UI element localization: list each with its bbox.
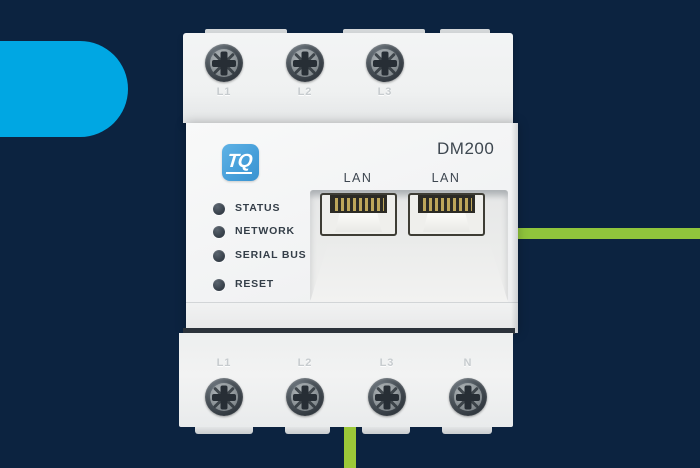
network-led-label: NETWORK bbox=[235, 225, 295, 237]
terminal-label-l2: L2 bbox=[297, 86, 313, 98]
model-name: DM200 bbox=[437, 139, 495, 158]
terminal-screw-icon bbox=[205, 44, 243, 82]
rj45-lan-port-1 bbox=[320, 193, 397, 236]
terminal-screw-icon bbox=[286, 44, 324, 82]
housing-gap-shadow bbox=[183, 328, 515, 334]
terminal-label-l3: L3 bbox=[379, 357, 395, 369]
lan-port-2-label: LAN bbox=[431, 171, 461, 185]
status-led-icon bbox=[213, 203, 225, 215]
status-led-label: STATUS bbox=[235, 202, 281, 214]
rj45-lan-port-2 bbox=[408, 193, 485, 236]
rj45-pins-icon bbox=[330, 195, 387, 213]
blue-pill-shape bbox=[0, 41, 128, 137]
terminal-label-l1: L1 bbox=[216, 357, 232, 369]
terminal-screw-icon bbox=[449, 378, 487, 416]
terminal-label-l2: L2 bbox=[297, 357, 313, 369]
serial-bus-led-icon bbox=[213, 250, 225, 262]
rj45-clip-icon bbox=[423, 213, 470, 232]
terminal-label-l1: L1 bbox=[216, 86, 232, 98]
tq-logo-text: TQ bbox=[226, 150, 255, 174]
terminal-screw-icon bbox=[286, 378, 324, 416]
rj45-pins-icon bbox=[418, 195, 475, 213]
dm200-energy-manager: L1 L2 L3 TQ DM200 STATUS NETWORK SERIAL … bbox=[178, 29, 518, 434]
din-rail-tab-bottom-3 bbox=[362, 427, 410, 434]
tq-logo: TQ bbox=[222, 144, 259, 181]
port-recess-floor bbox=[310, 244, 508, 302]
serial-bus-led-label: SERIAL BUS bbox=[235, 249, 307, 261]
front-panel: TQ DM200 STATUS NETWORK SERIAL BUS RESET… bbox=[186, 123, 518, 333]
lan-port-1-label: LAN bbox=[343, 171, 373, 185]
terminal-screw-icon bbox=[205, 378, 243, 416]
bottom-terminal-block: L1 L2 L3 N bbox=[179, 333, 513, 427]
reset-button-icon bbox=[213, 279, 225, 291]
terminal-screw-icon bbox=[366, 44, 404, 82]
din-rail-tab-bottom-2 bbox=[285, 427, 330, 434]
front-panel-bevel bbox=[186, 302, 518, 333]
rj45-clip-icon bbox=[335, 213, 382, 232]
port-recess bbox=[310, 190, 508, 302]
din-rail-tab-bottom-1 bbox=[195, 427, 253, 434]
din-rail-tab-bottom-4 bbox=[442, 427, 492, 434]
terminal-screw-icon bbox=[368, 378, 406, 416]
green-vertical-line bbox=[344, 418, 356, 468]
green-horizontal-line bbox=[505, 228, 700, 239]
reset-label: RESET bbox=[235, 278, 275, 290]
network-led-icon bbox=[213, 226, 225, 238]
top-terminal-block: L1 L2 L3 bbox=[183, 33, 513, 123]
terminal-label-n: N bbox=[463, 357, 473, 369]
terminal-label-l3: L3 bbox=[377, 86, 393, 98]
